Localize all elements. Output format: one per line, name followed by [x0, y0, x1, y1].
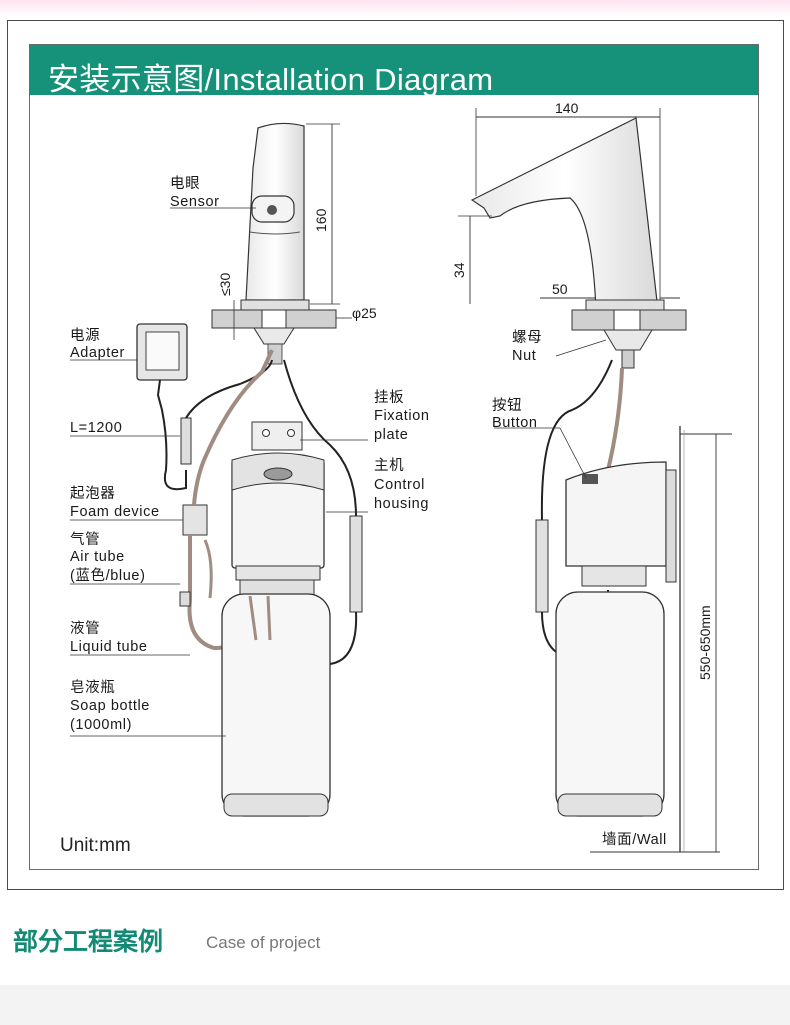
cable-length-label: L=1200: [70, 420, 122, 436]
housing-label-en1: Control: [374, 477, 425, 493]
unit-label: Unit:mm: [60, 835, 131, 856]
thickness-dimension: ≤30: [217, 273, 233, 296]
side-button: [582, 474, 598, 484]
width-dimension: 140: [555, 100, 579, 116]
case-gallery-area: [0, 985, 790, 1025]
faucet-front-seam: [249, 231, 301, 235]
wall-label: 墙面/Wall: [602, 831, 667, 848]
fixation-plate: [251, 421, 303, 451]
front-view: [136, 122, 363, 817]
adapter-label-cn: 电源: [70, 327, 100, 344]
air-tube-label-cn: 气管: [70, 531, 100, 548]
height-dimension: 160: [313, 208, 329, 232]
sensor-label-en: Sensor: [170, 194, 220, 210]
page-title: 安装示意图/Installation Diagram: [48, 62, 494, 97]
plate-label-en1: Fixation: [374, 408, 430, 424]
plate-label-en2: plate: [374, 427, 408, 443]
control-housing-side: [565, 461, 667, 567]
liquid-tube-label-en: Liquid tube: [70, 639, 148, 655]
sensor-label-cn: 电眼: [170, 175, 200, 192]
adapter-label-en: Adapter: [70, 345, 125, 361]
adapter-plug: [180, 417, 192, 465]
air-tube-note: (蓝色/blue): [70, 567, 146, 584]
sensor-cable: [283, 359, 357, 517]
case-section-title: 部分工程案例: [13, 928, 164, 956]
power-cable: [185, 359, 273, 419]
sensor-eye: [267, 205, 277, 215]
button-label-en: Button: [492, 415, 538, 431]
bottle-label-note: (1000ml): [70, 717, 132, 733]
header-bar: 安装示意图/Installation Diagram: [30, 45, 758, 97]
foam-label-cn: 起泡器: [70, 485, 115, 502]
mount-range-dimension: 550-650mm: [697, 605, 713, 680]
hole-dimension: φ25: [352, 305, 377, 321]
air-tube: [192, 349, 274, 506]
foam-label-en: Foam device: [70, 504, 160, 520]
plate-label-cn: 挂板: [374, 388, 404, 406]
soap-bottle: [221, 593, 331, 817]
countertop-hole: [261, 309, 287, 329]
faucet-side-body: [470, 117, 659, 311]
case-section-subtitle: Case of project: [206, 933, 321, 952]
button-label-cn: 按钮: [492, 397, 522, 414]
adapter-cable: [156, 379, 187, 491]
nut-label-cn: 螺母: [512, 329, 542, 346]
housing-label-cn: 主机: [374, 457, 404, 474]
liquid-tube-label-cn: 液管: [70, 620, 100, 637]
side-view: [458, 108, 732, 853]
adapter-face: [145, 331, 180, 371]
air-tube-label-en: Air tube: [70, 549, 125, 565]
spout-height-dimension: 34: [451, 262, 467, 278]
text-labels: 电眼 Sensor 电源 Adapter L=1200 起泡器 Foam dev…: [70, 100, 713, 848]
housing-label-en2: housing: [374, 496, 429, 512]
bottle-label-en: Soap bottle: [70, 698, 150, 714]
side-nut: [603, 329, 653, 351]
foam-device: [182, 504, 208, 536]
soap-bottle-side: [555, 591, 665, 817]
reach-dimension: 50: [552, 281, 568, 297]
sensor-connector: [349, 515, 363, 613]
nut-label-en: Nut: [512, 348, 536, 364]
top-banner-strip: [0, 0, 790, 16]
faucet-front-collar: [240, 299, 310, 311]
left-leaders: [70, 207, 368, 737]
bottle-label-cn: 皂液瓶: [70, 679, 115, 696]
front-nut: [253, 327, 295, 345]
